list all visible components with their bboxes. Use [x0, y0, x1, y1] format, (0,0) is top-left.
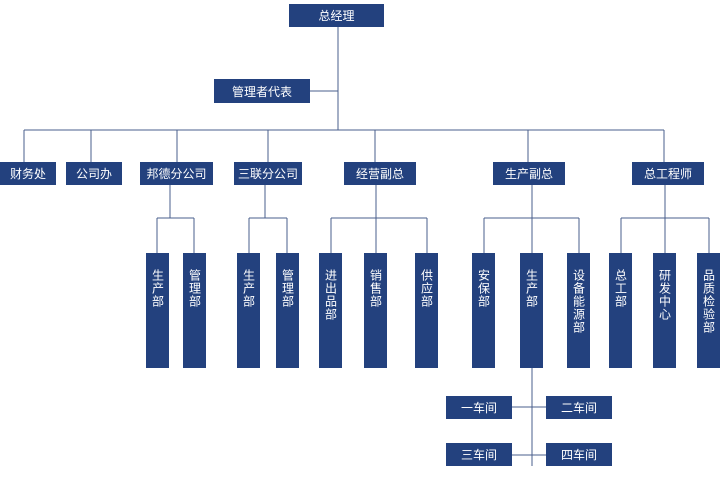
node-workshop-3: 三车间 — [446, 443, 512, 466]
node-supply: 供应部 — [415, 253, 438, 368]
node-chief-engineering: 总工部 — [609, 253, 632, 368]
node-import-export: 进出品部 — [319, 253, 342, 368]
node-sales: 销售部 — [364, 253, 387, 368]
node-management-rep: 管理者代表 — [214, 79, 310, 103]
node-bangde-production: 生产部 — [146, 253, 169, 368]
node-workshop-1: 一车间 — [446, 396, 512, 419]
node-finance: 财务处 — [0, 162, 56, 185]
node-security: 安保部 — [472, 253, 495, 368]
node-office: 公司办 — [66, 162, 122, 185]
node-sanlian-management: 管理部 — [276, 253, 299, 368]
node-workshop-4: 四车间 — [546, 443, 612, 466]
node-equipment-energy: 设备能源部 — [567, 253, 590, 368]
node-chief-engineer: 总工程师 — [632, 162, 704, 185]
node-bangde-management: 管理部 — [183, 253, 206, 368]
node-general-manager: 总经理 — [289, 4, 384, 27]
node-workshop-2: 二车间 — [546, 396, 612, 419]
node-sanlian-branch: 三联分公司 — [234, 162, 302, 185]
node-bangde-branch: 邦德分公司 — [140, 162, 213, 185]
node-sanlian-production: 生产部 — [237, 253, 260, 368]
node-production: 生产部 — [520, 253, 543, 368]
node-production-vp: 生产副总 — [493, 162, 565, 185]
node-business-vp: 经营副总 — [344, 162, 416, 185]
node-quality-inspection: 品质检验部 — [697, 253, 720, 368]
node-rnd-center: 研发中心 — [653, 253, 676, 368]
